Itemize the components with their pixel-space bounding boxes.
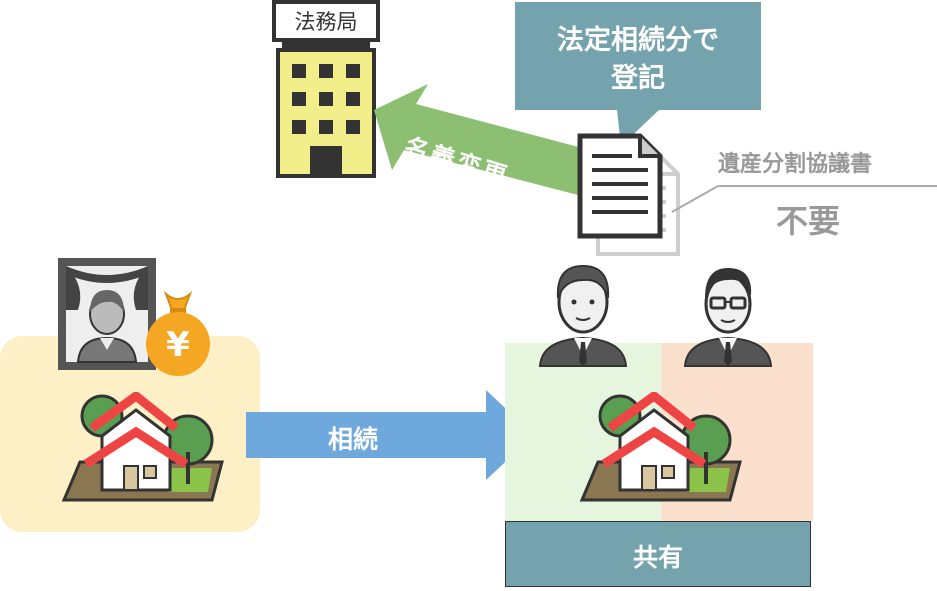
document-icon	[577, 133, 680, 256]
man-with-glasses-icon	[683, 268, 773, 367]
co-ownership-bar: 共有	[505, 521, 811, 587]
inheritance-label: 相続	[328, 425, 379, 454]
arrow-right-icon	[246, 390, 534, 480]
svg-text:¥: ¥	[166, 325, 190, 365]
name-change-label: 名義変更	[401, 132, 513, 191]
co-ownership-label: 共有	[632, 543, 683, 572]
building-icon	[272, 0, 380, 178]
man-icon	[538, 264, 628, 367]
legal-affairs-bureau-building: 法務局	[270, 0, 382, 182]
callout-line1: 法定相続分で	[557, 25, 719, 56]
portrait-icon	[58, 258, 156, 370]
house-icon	[62, 392, 224, 502]
money-bag-icon: ¥	[146, 290, 210, 376]
house-right	[580, 392, 750, 504]
house-left	[62, 392, 232, 504]
callout-bubble: 法定相続分で 登記	[513, 0, 763, 150]
heir-person-2	[683, 262, 773, 368]
inheritance-arrow: 相続	[246, 390, 536, 480]
heir-person-1	[536, 258, 630, 368]
document-status: 不要	[776, 202, 841, 240]
house-icon	[580, 392, 742, 502]
callout-line2: 登記	[611, 63, 665, 94]
memorial-portrait	[56, 256, 158, 372]
document-stack	[574, 130, 690, 260]
document-title: 遺産分割協議書	[718, 152, 873, 177]
money-bag: ¥	[138, 290, 218, 380]
building-sign: 法務局	[294, 10, 358, 34]
